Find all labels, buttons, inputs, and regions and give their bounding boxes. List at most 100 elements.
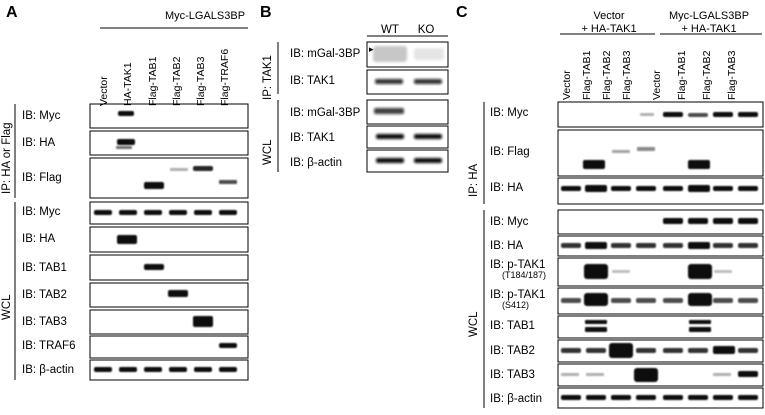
- panel-letter-c: C: [456, 4, 468, 21]
- band-a-wcl-myc-6: [219, 210, 237, 215]
- panel-c-blot-ip-flag: [557, 129, 764, 177]
- band-c-wcl-myc-8: [738, 218, 758, 224]
- panel-c-ptak1-label-1: IB: p-TAK1: [490, 259, 546, 271]
- band-c-wcl-tab3-1: [561, 373, 579, 376]
- band-c-ip-ha-6: [688, 185, 710, 192]
- band-c-wcl-tab2-5: [663, 348, 683, 353]
- band-c-wcl-ptak1s-2: [584, 293, 608, 306]
- band-c-wcl-ha-7: [713, 243, 733, 248]
- band-c-wcl-ptak1t-3: [612, 270, 630, 273]
- panel-c-ptak1-site-2: (S412): [502, 300, 530, 310]
- band-a-ip-ha-ha-tak1: [117, 139, 135, 145]
- band-c-wcl-myc-5: [663, 218, 683, 224]
- band-a-wcl-traf6: [219, 343, 237, 348]
- band-c-wcl-ha-5: [663, 243, 683, 248]
- band-c-wcl-tab3-7: [713, 373, 731, 376]
- panel-c-group-1-line-2: + HA-TAK1: [581, 23, 637, 35]
- band-c-wcl-ptak1s-7: [713, 298, 733, 303]
- panel-c-blot-wcl-tab3: [557, 363, 764, 387]
- panel-b-band-arrow: ▸: [369, 44, 374, 54]
- band-c-wcl-ptak1s-6: [688, 293, 712, 306]
- panel-a-blot-ip-flag: [89, 157, 249, 199]
- band-b-ip-gal3bp-ko: [414, 48, 444, 60]
- panel-b-ib-ip-1: IB: mGal-3BP: [290, 48, 361, 60]
- band-b-wcl-tak1-wt: [376, 134, 404, 139]
- band-a-ip-ha-ha-tak1-2: [116, 146, 132, 149]
- band-b-wcl-actin-wt: [376, 158, 404, 163]
- band-c-wcl-tab1-2b: [585, 327, 607, 332]
- band-c-wcl-tab2-3: [609, 343, 633, 358]
- panel-a-blot-wcl-actin: [89, 359, 249, 381]
- band-c-ip-flag-2: [583, 160, 605, 169]
- band-c-ip-myc-8: [738, 112, 758, 117]
- band-c-wcl-tab2-7: [713, 346, 735, 354]
- panel-b-ib-wcl-2: IB: TAK1: [290, 132, 335, 144]
- band-c-ip-flag-6: [688, 160, 710, 169]
- panel-a-ib-ip-1: IB: Myc: [22, 110, 61, 122]
- band-c-wcl-ha-6: [688, 242, 710, 249]
- band-c-ip-myc-5: [663, 112, 683, 117]
- panel-c-ib-wcl-1: IB: Myc: [490, 216, 529, 228]
- panel-a-ib-wcl-7: IB: β-actin: [22, 364, 74, 376]
- panel-letter-b: B: [260, 4, 272, 21]
- band-c-wcl-actin-8: [738, 395, 758, 400]
- band-a-wcl-tab1: [144, 264, 164, 270]
- panel-a-blot-ip-ha: [89, 130, 249, 156]
- band-a-wcl-myc-3: [144, 210, 162, 215]
- panel-c-blot-wcl-ha: [557, 235, 764, 257]
- panel-a-group-header: Myc-LGALS3BP: [164, 10, 246, 22]
- band-c-wcl-tab1-6b: [689, 327, 711, 332]
- panel-a-ib-wcl-3: IB: TAB1: [22, 262, 67, 274]
- band-c-wcl-actin-2: [586, 395, 606, 400]
- band-c-ip-myc-7: [713, 112, 733, 117]
- panel-a-blot-wcl-tab2: [89, 282, 249, 308]
- band-c-ip-ha-8: [738, 186, 758, 191]
- band-c-wcl-tab1-6a: [689, 320, 711, 324]
- band-c-wcl-ptak1t-2: [584, 264, 608, 279]
- band-c-wcl-actin-4: [636, 395, 656, 400]
- band-c-wcl-actin-3: [611, 395, 631, 400]
- panel-a-blot-ip-myc: [89, 103, 249, 129]
- panel-c-blot-wcl-ptak1-t: [557, 257, 764, 287]
- panel-b-blot-ip-gal3bp: [366, 41, 449, 68]
- panel-c-blot-ip-ha: [557, 177, 764, 205]
- panel-a-ib-ip-3: IB: Flag: [22, 172, 62, 184]
- panel-b-col-ko: KO: [417, 24, 435, 36]
- band-a-wcl-myc-2: [119, 210, 137, 215]
- band-a-ip-flag-tab2: [170, 168, 188, 171]
- band-c-wcl-tab3-2: [586, 373, 604, 376]
- panel-b-ib-wcl-1: IB: mGal-3BP: [290, 107, 361, 119]
- band-c-wcl-ha-2: [585, 242, 607, 249]
- band-a-ip-myc-ha-tak1: [118, 111, 134, 116]
- band-c-wcl-ptak1s-4: [636, 298, 656, 303]
- panel-b-ib-ip-2: IB: TAK1: [290, 75, 335, 87]
- band-a-wcl-actin-1: [94, 367, 112, 372]
- panel-c-ptak1-label-2: IB: p-TAK1: [490, 289, 546, 301]
- band-c-wcl-myc-7: [713, 218, 733, 224]
- band-c-ip-ha-7: [713, 186, 733, 191]
- panel-c-ib-ip-3: IB: HA: [490, 182, 524, 194]
- panel-c-blot-ip-myc: [557, 101, 764, 128]
- band-c-ip-ha-1: [561, 186, 581, 191]
- panel-b-ib-wcl-3: IB: β-actin: [290, 157, 342, 169]
- band-a-wcl-ha: [117, 235, 137, 244]
- band-a-wcl-actin-2: [119, 367, 137, 372]
- band-c-ip-ha-2: [585, 185, 607, 192]
- band-a-ip-flag-tab1: [144, 182, 164, 189]
- panel-b-blot-wcl-actin: [366, 149, 449, 173]
- band-c-wcl-ha-1: [561, 243, 581, 248]
- panel-c-blot-wcl-actin: [557, 387, 764, 409]
- panel-c-ib-wcl-5: IB: TAB1: [490, 320, 535, 332]
- panel-a-blot-wcl-tab3: [89, 309, 249, 335]
- band-c-wcl-ha-3: [611, 243, 631, 248]
- band-b-ip-tak1-wt: [375, 79, 403, 84]
- panel-b-blot-ip-tak1: [366, 69, 449, 95]
- band-c-wcl-tab2-6: [688, 348, 708, 353]
- panel-c-ib-wcl-3: IB: p-TAK1 (T184/187): [490, 259, 546, 280]
- band-c-ip-myc-6: [688, 113, 708, 117]
- panel-b-col-wt: WT: [381, 24, 399, 36]
- band-c-wcl-myc-6: [688, 218, 708, 224]
- band-c-ip-myc-4: [640, 113, 654, 116]
- band-c-ip-ha-5: [663, 186, 683, 191]
